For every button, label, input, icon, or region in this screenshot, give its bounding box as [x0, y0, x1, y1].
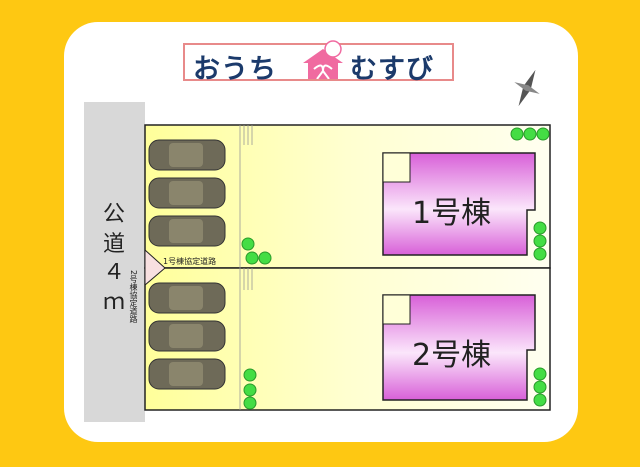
public-road [84, 102, 145, 422]
road-label: 公道 [102, 202, 125, 257]
logo: おうち むすび [183, 40, 454, 85]
road-1-label: 1号棟協定道路 [163, 257, 217, 266]
road-2-label: 2号棟協定道路 [129, 270, 138, 324]
road-width: ４ｍ [102, 260, 125, 315]
building-1-label: 1号棟 [412, 196, 492, 231]
shared-road-triangle [144, 248, 166, 287]
porch-1 [382, 152, 411, 183]
house-ribbon-icon [303, 40, 343, 79]
logo-text-right: むすび [350, 54, 434, 85]
north-arrow-icon [514, 69, 540, 107]
building-1 [382, 152, 536, 256]
logo-text-left: おうち [193, 54, 277, 85]
building-2-label: 2号棟 [412, 338, 492, 373]
porch-2 [382, 294, 411, 325]
building-2 [382, 294, 536, 401]
